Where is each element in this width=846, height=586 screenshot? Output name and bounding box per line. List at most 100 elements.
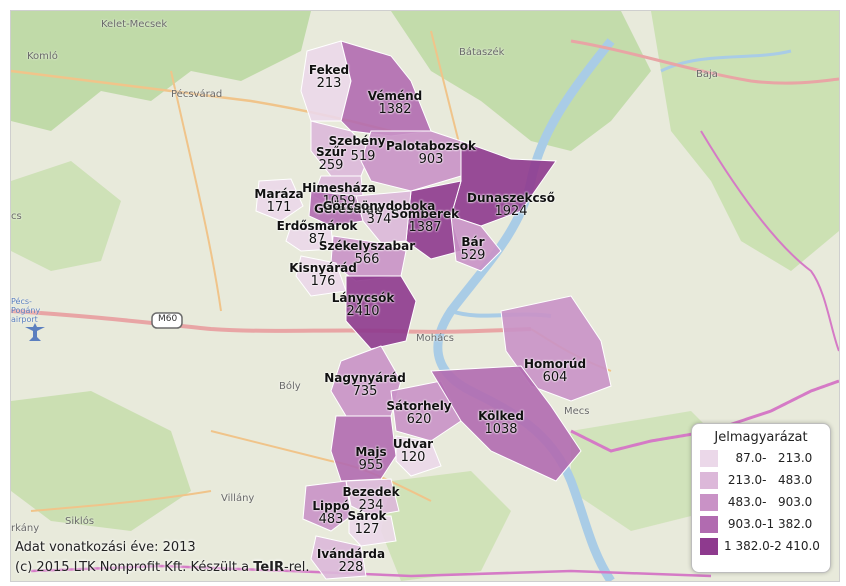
place-value: 483 <box>318 512 344 527</box>
place-value: 1387 <box>408 220 442 235</box>
polygon-lippo <box>302 480 352 532</box>
place-value: 2410 <box>346 304 380 319</box>
basemap-label-baja: Baja <box>696 69 718 80</box>
polygon-kisnyarad <box>295 255 347 297</box>
polygon-homorud <box>500 295 612 402</box>
place-value: 176 <box>310 274 336 289</box>
legend-label: 903.0-1 382.0 <box>724 517 813 531</box>
place-name: Görcsönydoboka <box>322 199 436 213</box>
polygon-satorhely <box>390 380 462 442</box>
credit-teir[interactable]: TeIR <box>253 560 284 575</box>
polygon-lanycsok <box>345 275 417 350</box>
polygon-maraza <box>255 178 304 222</box>
place-name: Dunaszekcső <box>467 191 555 205</box>
place-name: Kölked <box>478 409 524 423</box>
legend: Jelmagyarázat 87.0- 213.0 213.0- 483.0 4… <box>691 423 831 573</box>
legend-item: 903.0-1 382.0 <box>700 515 830 533</box>
basemap-label-siklos: Siklós <box>65 516 95 527</box>
place-value: 171 <box>266 200 292 215</box>
place-name: Lippó <box>312 499 350 513</box>
polygon-erdosmarok <box>285 225 334 252</box>
basemap-label-kelet-mecsek: Kelet-Mecsek <box>101 19 168 30</box>
place-value: 87 <box>308 232 326 247</box>
place-value: 903 <box>418 152 444 167</box>
polygon-udvar <box>395 435 442 477</box>
place-name: Geresdlak <box>314 202 382 216</box>
credit-suffix: -rel. <box>284 560 310 575</box>
legend-label: 483.0- 903.0 <box>724 495 813 509</box>
place-value: 955 <box>358 458 384 473</box>
place-name: Majs <box>355 445 387 459</box>
place-label-szebeny_val[interactable]: 519 <box>351 150 376 164</box>
place-value: 1924 <box>494 204 528 219</box>
place-value: 566 <box>354 252 380 267</box>
polygon-kolked <box>430 365 582 482</box>
polygon-himeshaza <box>308 190 364 227</box>
legend-swatch <box>700 515 718 533</box>
place-label-geresdlak[interactable]: Geresdlak <box>314 202 382 216</box>
map-canvas[interactable]: Kelet-Mecsek Komló Pécsvárad Bátaszék Ba… <box>10 10 840 582</box>
place-value: 234 <box>358 498 384 513</box>
motorway-shield-icon <box>151 312 183 329</box>
place-name: Bezedek <box>342 485 400 499</box>
legend-swatch <box>700 537 718 555</box>
place-name: Erdősmárok <box>276 219 358 233</box>
place-name: Palotabozsok <box>386 139 476 153</box>
place-value: 120 <box>400 450 426 465</box>
polygon-bezedek <box>345 478 400 517</box>
basemap-label-boly: Bóly <box>279 381 301 392</box>
legend-item: 87.0- 213.0 <box>700 449 830 467</box>
legend-label: 87.0- 213.0 <box>724 451 813 465</box>
choropleth-polygons <box>255 40 612 580</box>
basemap-label-pecsvarad: Pécsvárad <box>171 89 223 100</box>
basemap-label-komlo: Komló <box>27 51 58 62</box>
polygon-bar <box>450 215 502 272</box>
legend-swatch <box>700 471 718 489</box>
place-name: Udvar <box>392 437 434 451</box>
basemap-label-harkany: rkány <box>11 523 40 534</box>
place-name: Sátorhely <box>386 399 452 413</box>
place-value: 213 <box>316 76 342 91</box>
legend-label: 1 382.0-2 410.0 <box>724 539 820 553</box>
credit-line: (c) 2015 LTK Nonprofit Kft. Készült a Te… <box>15 560 310 575</box>
polygon-ivandarda <box>310 535 367 580</box>
place-value: 228 <box>338 560 364 575</box>
place-name: Sárok <box>347 509 387 523</box>
legend-swatch <box>700 449 718 467</box>
place-value: 529 <box>460 248 486 263</box>
legend-label: 213.0- 483.0 <box>724 473 813 487</box>
place-name: Himesháza <box>302 181 376 195</box>
place-value: 259 <box>318 158 344 173</box>
basemap-label-mohacs: Mohács <box>416 333 454 344</box>
place-label-szebeny[interactable]: Szebény <box>329 134 386 148</box>
place-value: 604 <box>542 370 568 385</box>
airport-icon <box>25 323 45 341</box>
place-name: Véménd <box>367 89 423 103</box>
legend-item: 1 382.0-2 410.0 <box>700 537 830 555</box>
legend-title: Jelmagyarázat <box>714 430 808 445</box>
